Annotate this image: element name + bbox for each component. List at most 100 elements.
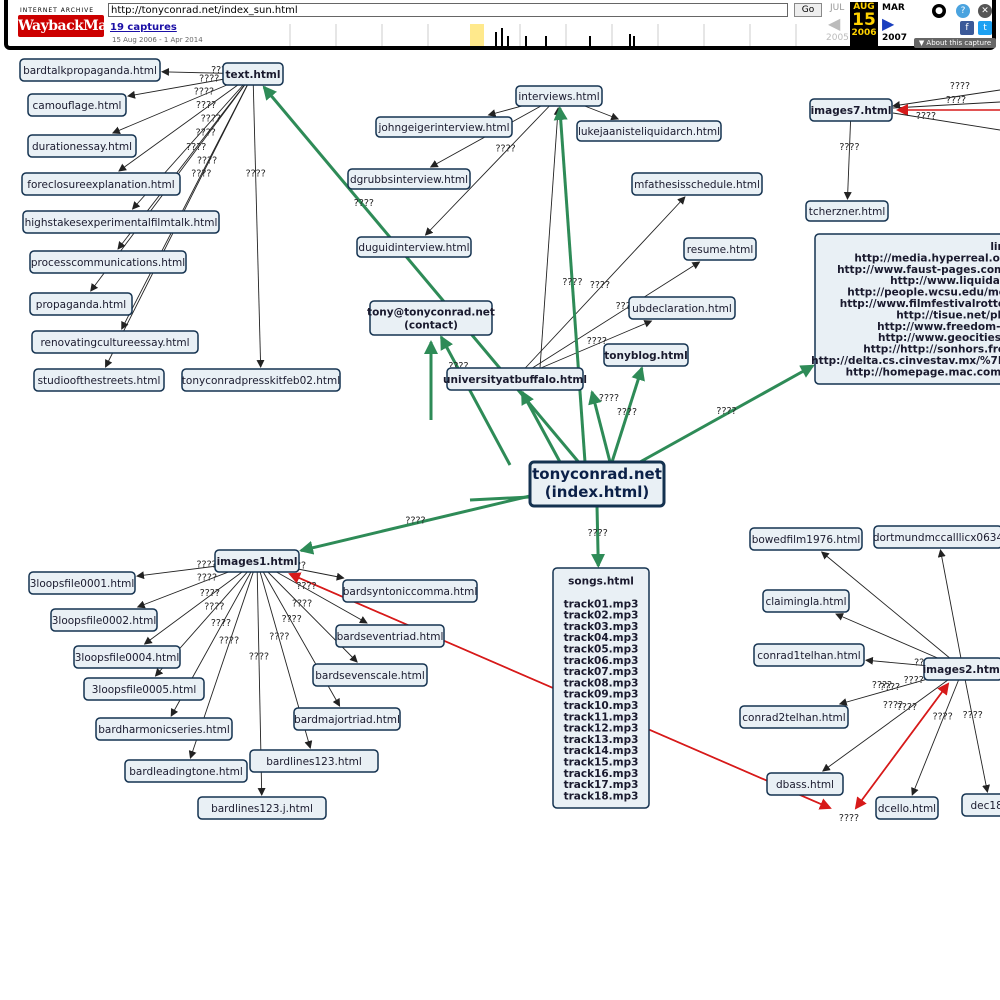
node-tch[interactable]: tcherzner.html <box>805 200 889 222</box>
prev-arrow-icon[interactable]: ◀ <box>828 14 841 33</box>
link-item[interactable]: http://www.filmfestivalrotte <box>840 298 1000 310</box>
node-i2-7[interactable]: dec181 <box>961 793 1000 817</box>
node-i2-2[interactable]: claimingla.html <box>762 589 850 613</box>
node-box <box>335 624 445 648</box>
node-label: tcherzner.html <box>809 206 886 218</box>
node-tp1[interactable]: camouflage.html <box>27 93 127 117</box>
node-img7[interactable]: images7.html <box>809 98 893 122</box>
prev-year[interactable]: 2005 <box>826 33 849 43</box>
node-contact[interactable]: tony@tonyconrad.net(contact) <box>367 300 495 336</box>
node-img2[interactable]: images2.html <box>923 657 1000 681</box>
link-item[interactable]: http://www.liquidar <box>890 275 1000 287</box>
node-label: track08.mp3 <box>564 677 639 689</box>
link-item[interactable]: http://delta.cs.cinvestav.mx/%7E <box>811 355 1000 367</box>
node-iv0[interactable]: interviews.html <box>515 85 603 107</box>
node-iv2[interactable]: lukejaanisteliquidarch.html <box>576 120 722 142</box>
node-img1[interactable]: images1.html <box>214 549 300 573</box>
node-box <box>27 134 137 158</box>
node-tp3[interactable]: foreclosureexplanation.html <box>21 172 181 196</box>
node-tp4[interactable]: highstakesexperimentalfilmtalk.html <box>22 210 220 234</box>
node-i2-3[interactable]: conrad1telhan.html <box>753 643 865 667</box>
captures-link[interactable]: 19 captures <box>110 22 177 33</box>
node-label: bardlines123.html <box>266 756 362 768</box>
link-item[interactable]: http://www.faust-pages.com <box>837 264 1000 276</box>
node-i1-5[interactable]: bardleadingtone.html <box>124 759 248 783</box>
node-main[interactable]: tonyconrad.net(index.html) <box>528 460 666 508</box>
node-label: bardsevenscale.html <box>315 670 424 682</box>
node-label: bardharmonicseries.html <box>98 724 229 736</box>
node-tp7[interactable]: renovatingcultureessay.html <box>31 330 199 354</box>
link-item[interactable]: lin <box>990 241 1000 253</box>
node-ub1[interactable]: resume.html <box>683 237 757 261</box>
edge-main-to-ub <box>588 390 612 463</box>
wayback-logo[interactable]: WaybackMachine <box>18 15 148 37</box>
node-tp9[interactable]: tonyconradpresskitfeb02.html <box>181 368 341 392</box>
node-i2-0[interactable]: bowedfilm1976.html <box>749 527 863 551</box>
facebook-icon[interactable]: f <box>960 21 974 35</box>
node-tp8[interactable]: studioofthestreets.html <box>33 368 165 392</box>
twitter-icon[interactable]: t <box>978 21 992 35</box>
node-i1-6[interactable]: bardlines123.j.html <box>197 796 327 820</box>
link-item[interactable]: http://homepage.mac.com/ <box>846 366 1000 378</box>
node-tp5[interactable]: processcommunications.html <box>29 250 187 274</box>
edge-label: ???? <box>883 700 903 711</box>
help-icon[interactable]: ? <box>956 4 970 18</box>
capture-sparkline[interactable] <box>270 24 826 46</box>
node-ub2[interactable]: ubdeclaration.html <box>628 296 736 320</box>
node-i1-7[interactable]: bardlines123.html <box>249 749 379 773</box>
node-links[interactable]: linhttp://media.hyperreal.orhttp://www.f… <box>811 233 1000 385</box>
about-capture-button[interactable]: ▼ About this capture <box>914 38 996 48</box>
link-item[interactable]: http://people.wcsu.edu/mc <box>847 287 1000 299</box>
node-iv3[interactable]: dgrubbsinterview.html <box>347 168 471 190</box>
node-label: track13.mp3 <box>564 734 639 746</box>
node-label: images7.html <box>811 105 892 117</box>
node-label: dec181 <box>971 800 1000 812</box>
node-i1-2[interactable]: 3loopsfile0004.html <box>73 645 181 669</box>
edge-label: ???? <box>191 169 211 180</box>
node-tp6[interactable]: propaganda.html <box>29 292 133 316</box>
close-icon[interactable]: ✕ <box>978 4 992 18</box>
node-label: renovatingcultureessay.html <box>40 337 189 349</box>
node-ub0[interactable]: mfathesisschedule.html <box>631 172 763 196</box>
node-tp2[interactable]: durationessay.html <box>27 134 137 158</box>
account-icon[interactable]: ● <box>932 4 946 18</box>
next-year[interactable]: 2007 <box>882 33 908 43</box>
node-i2-1[interactable]: dortmundmccalllicx0634 <box>873 525 1000 549</box>
node-i1-0[interactable]: 3loopsfile0001.html <box>28 571 136 595</box>
node-i1-9[interactable]: bardsevenscale.html <box>312 663 428 687</box>
node-i1-4[interactable]: bardharmonicseries.html <box>95 717 233 741</box>
node-box <box>312 663 428 687</box>
link-item[interactable]: http://www.freedom-f <box>877 321 1000 333</box>
node-i2-5[interactable]: dbass.html <box>766 772 844 796</box>
next-arrow-icon[interactable]: ▶ <box>882 14 895 33</box>
link-item[interactable]: http://tisue.net/ph <box>896 309 1000 321</box>
node-label: duguidinterview.html <box>358 242 469 254</box>
url-input[interactable]: http://tonyconrad.net/index_sun.html <box>108 3 788 17</box>
node-box <box>83 677 205 701</box>
node-i1-10[interactable]: bardseventriad.html <box>335 624 445 648</box>
node-i1-8[interactable]: bardmajortriad.html <box>293 707 401 731</box>
node-i1-3[interactable]: 3loopsfile0005.html <box>83 677 205 701</box>
node-songs[interactable]: songs.htmltrack01.mp3track02.mp3track03.… <box>552 567 650 809</box>
node-i2-6[interactable]: dcello.html <box>875 796 939 820</box>
node-ub[interactable]: universityatbuffalo.html <box>443 367 587 391</box>
prev-month[interactable]: JUL <box>830 3 845 13</box>
node-i1-11[interactable]: bardsyntoniccomma.html <box>342 579 478 603</box>
node-box <box>923 657 1000 681</box>
link-item[interactable]: http://media.hyperreal.or <box>854 252 1000 264</box>
go-button[interactable]: Go <box>794 3 822 17</box>
node-iv4[interactable]: duguidinterview.html <box>356 236 472 258</box>
link-item[interactable]: http://http://sonhors.fre <box>863 344 1000 356</box>
next-month[interactable]: MAR <box>882 3 905 13</box>
link-item[interactable]: http://www.geocities. <box>878 332 1000 344</box>
node-blog[interactable]: tonyblog.html <box>603 343 689 367</box>
node-label: tonyblog.html <box>604 350 687 362</box>
node-label: track06.mp3 <box>564 655 639 667</box>
node-text[interactable]: text.html <box>222 62 284 86</box>
edge-offscreen-images7-b <box>892 101 1000 109</box>
node-iv1[interactable]: johngeigerinterview.html <box>375 116 513 138</box>
node-i1-1[interactable]: 3loopsfile0002.html <box>50 608 158 632</box>
node-label: bardleadingtone.html <box>129 766 243 778</box>
node-i2-4[interactable]: conrad2telhan.html <box>739 705 849 729</box>
node-tp0[interactable]: bardtalkpropaganda.html <box>19 58 161 82</box>
